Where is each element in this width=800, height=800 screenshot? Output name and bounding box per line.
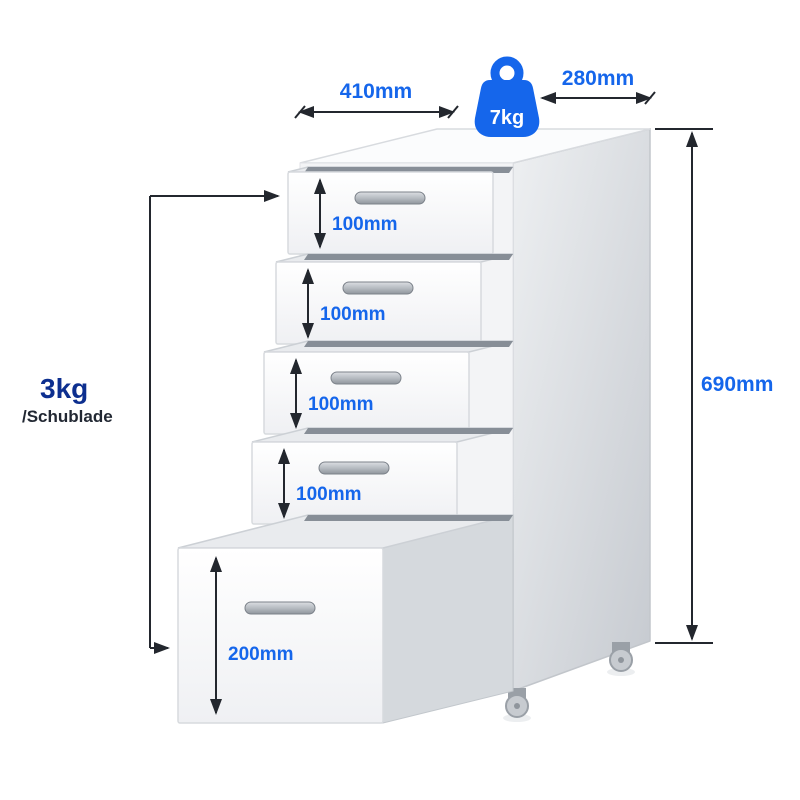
width-tick-right [447,105,459,119]
drawer-5-slot-shadow [304,515,513,521]
drawer-2-handle [342,281,414,295]
drawer-1: 100mm [287,166,514,255]
drawer-5: 200mm [177,514,514,724]
caster-wheel-front [503,688,531,722]
load-value-label: 3kg [40,373,88,404]
width-dimension: 410mm [294,80,459,119]
weight-icon-body [474,80,540,137]
drawer-5-side-wall [382,514,514,724]
drawer-2-slot-shadow [304,254,513,260]
drawer-4-slot-shadow [304,428,513,434]
drawer-5-dimension-label: 200mm [228,644,294,665]
depth-tick-right [644,91,656,105]
drawer-3-dimension-label: 100mm [308,394,374,415]
drawer-3-slot-shadow [304,341,513,347]
drawer-4-front [251,441,458,525]
caster-wheel-back [607,642,635,676]
drawer-load-bracket: 3kg /Schublade [22,190,280,654]
weight-icon-label: 7kg [490,107,524,129]
drawer-1-dimension-label: 100mm [332,214,398,235]
width-tick-left [294,105,306,119]
drawer-5-front [177,547,384,724]
cabinet-side-panel [512,128,651,693]
drawer-4-dimension-label: 100mm [296,484,362,505]
drawer-1-front [287,171,494,255]
weight-icon: 7kg [474,56,540,137]
drawer-5-handle [244,601,316,615]
drawer-4-handle [318,461,390,475]
drawer-3-handle [330,371,402,385]
drawer-3: 100mm [263,340,514,435]
drawer-2: 100mm [275,253,514,345]
load-suffix-label: /Schublade [22,407,113,426]
height-dimension: 690mm [655,128,773,644]
depth-dimension-label: 280mm [562,67,634,90]
width-dimension-label: 410mm [340,80,412,103]
height-dimension-label: 690mm [701,373,773,396]
drawer-2-dimension-label: 100mm [320,304,386,325]
drawer-4: 100mm [251,427,514,525]
drawer-1-handle [354,191,426,205]
drawer-3-front [263,351,470,435]
drawer-2-front [275,261,482,345]
depth-dimension: 280mm [540,67,656,105]
